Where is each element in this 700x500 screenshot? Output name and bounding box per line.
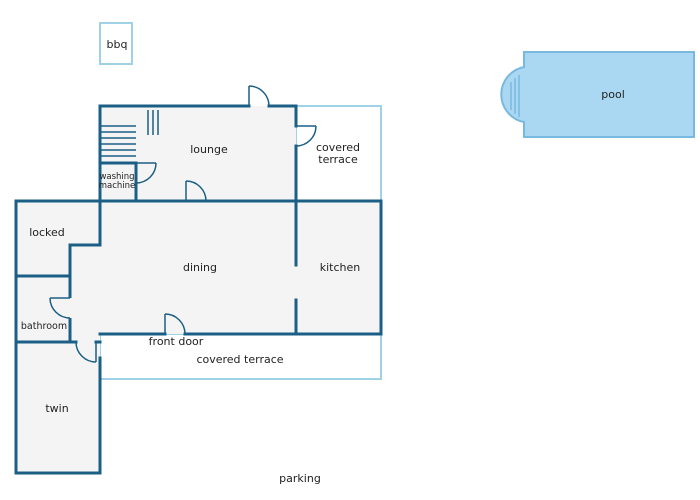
bathroom-label: bathroom <box>21 321 67 332</box>
bbq-label: bbq <box>107 38 128 51</box>
washing-machine-label-line2: machine <box>99 181 136 191</box>
twin-room-label: twin <box>45 402 68 415</box>
doors <box>49 85 317 363</box>
stairs <box>101 110 159 157</box>
front-door-label: front door <box>149 335 204 348</box>
dining-label: dining <box>183 261 217 274</box>
covered-terrace-right-label-line2: terrace <box>318 153 358 166</box>
covered-terrace-right-label-line1: covered <box>316 141 360 154</box>
covered-terrace-bottom-label: covered terrace <box>196 353 283 366</box>
locked-room-label: locked <box>29 226 65 239</box>
bbq-area <box>99 22 133 65</box>
lounge-label: lounge <box>190 143 228 156</box>
kitchen-label: kitchen <box>320 261 361 274</box>
floor-area <box>16 106 381 473</box>
pool <box>500 51 695 138</box>
washing-machine-label-line1: washing <box>99 172 134 182</box>
parking-label: parking <box>279 472 321 485</box>
pool-label: pool <box>601 88 625 101</box>
walls <box>14 104 383 475</box>
